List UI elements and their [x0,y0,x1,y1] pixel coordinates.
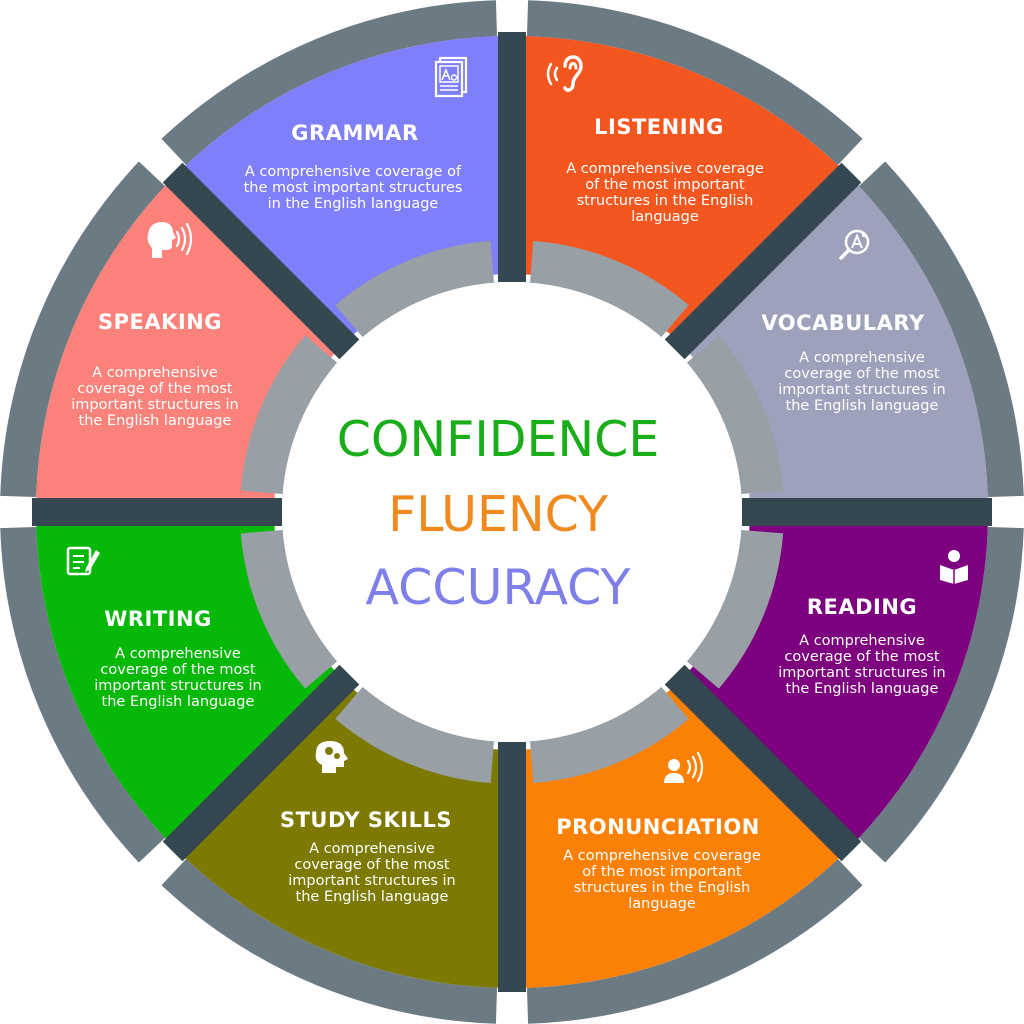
inner-ring-arc [530,240,689,338]
segment-title-speaking: SPEAKING [98,310,222,334]
speaking-head-icon [147,222,193,258]
book-aa-icon [434,56,468,98]
segment-separator [664,664,862,862]
outer-ring-band [858,526,1024,863]
speaker-person-icon [664,751,704,783]
segment-desc-line: structures in the English [574,880,751,896]
segment-desc-line: A comprehensive coverage of [245,164,462,180]
segment-desc-line: important structures in [778,665,945,681]
center-word-confidence: CONFIDENCE [337,411,660,468]
segment-separators [32,32,992,992]
segment-desc-line: coverage of the most [784,366,939,382]
inner-ring [240,240,784,784]
segment-desc-line: of the most important [582,864,742,880]
segment-separator [162,664,360,862]
segment-title-writing: WRITING [104,607,212,631]
segment-desc-line: the English language [79,413,232,429]
segment-desc-line: the English language [296,889,449,905]
segment-desc-line: language [628,896,696,912]
outer-ring-band [161,858,498,1024]
segment-separator [162,162,360,360]
segment-desc-line: language [631,209,699,225]
segment-desc-line: A comprehensive [115,646,241,662]
outer-ring-band [526,858,863,1024]
segment-desc-line: A comprehensive [309,841,435,857]
outer-ring-band [858,161,1024,498]
segment-desc-line: of the most important [585,177,745,193]
inner-ring-arc [530,686,689,784]
segment-title-listening: LISTENING [594,115,724,139]
segment-desc-line: the English language [786,681,939,697]
segment-desc-line: A comprehensive coverage [566,161,764,177]
segment-desc-line: A comprehensive [799,350,925,366]
segment-desc-line: coverage of the most [100,662,255,678]
ear-icon [546,55,583,92]
inner-ring-arc [686,335,784,494]
head-gears-icon [315,741,348,773]
segment-title-grammar: GRAMMAR [291,121,418,145]
outer-ring-band [526,0,863,166]
inner-ring-arc [686,530,784,689]
center-word-accuracy: ACCURACY [366,559,632,616]
segment-icons [66,55,968,783]
segment-desc-line: important structures in [288,873,455,889]
inner-ring-arc [335,240,494,338]
reader-icon [940,550,968,584]
center-circle [282,282,742,742]
segment-desc-line: important structures in [778,382,945,398]
segment-desc-line: A comprehensive [799,633,925,649]
outer-ring-band [0,161,166,498]
segment-title-reading: READING [807,595,917,619]
segment-desc-line: A comprehensive [92,365,218,381]
segment-desc-line: in the English language [268,196,439,212]
segment-desc-line: the most important structures [244,180,463,196]
outer-ring-band [161,0,498,166]
segment-separator [664,162,862,360]
inner-ring-arc [335,686,494,784]
segment-desc-line: coverage of the most [784,649,939,665]
segment-desc-line: coverage of the most [294,857,449,873]
segment-desc-line: A comprehensive coverage [563,848,761,864]
notepad-pen-icon [66,546,100,576]
inner-ring-arc [240,530,338,689]
segment-title-study-skills: STUDY SKILLS [280,808,452,832]
segment-title-pronunciation: PRONUNCIATION [556,815,760,839]
magnifier-icon [839,229,870,260]
inner-ring-arc [240,335,338,494]
segment-title-vocabulary: VOCABULARY [761,311,925,335]
segment-desc-line: structures in the English [577,193,754,209]
center-word-fluency: FLUENCY [388,486,609,543]
segment-desc-line: the English language [102,694,255,710]
segment-desc-line: the English language [786,398,939,414]
center-hub: CONFIDENCE FLUENCY ACCURACY [282,282,742,742]
segment-desc-line: coverage of the most [77,381,232,397]
outer-ring-band [0,526,166,863]
segment-desc-line: important structures in [71,397,238,413]
segment-desc-line: important structures in [94,678,261,694]
